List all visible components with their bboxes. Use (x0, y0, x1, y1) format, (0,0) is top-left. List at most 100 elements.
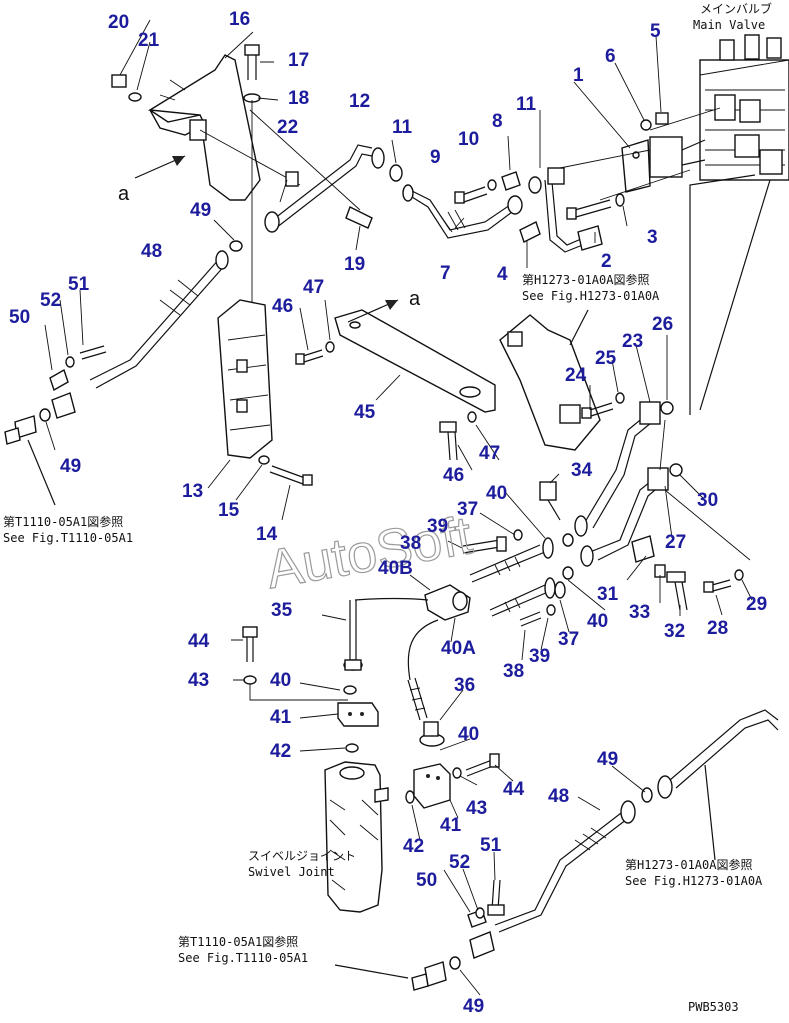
callout-5: 5 (650, 21, 661, 42)
washer-10 (487, 179, 497, 191)
callout-8: 8 (492, 111, 503, 132)
ref-h1273-bottom-en: See Fig.H1273-01A0A (625, 874, 763, 888)
ref-t1110-bottom-jp: 第T1110-05A1図参照 (178, 934, 298, 949)
o-ring-49-top (229, 240, 243, 252)
ref-h1273-top-jp: 第H1273-01A0A図参照 (522, 272, 649, 287)
callout-50-top: 50 (9, 307, 30, 328)
washer-21 (128, 92, 142, 102)
callout-41-top: 41 (270, 707, 292, 728)
callout-24: 24 (565, 365, 587, 386)
callout-28: 28 (707, 618, 728, 639)
clamp-4 (519, 221, 541, 243)
swivel-joint (324, 761, 389, 913)
callout-38-top: 38 (400, 533, 421, 554)
hose-48-top (51, 250, 229, 419)
callout-9: 9 (430, 147, 441, 168)
pipe-1 (544, 167, 591, 253)
callout-31: 31 (597, 584, 619, 605)
callout-2: 2 (601, 251, 612, 272)
callout-47-mid: 47 (479, 443, 500, 464)
callout-40-top: 40 (486, 483, 507, 504)
elbow-bottom (411, 961, 447, 991)
callout-21: 21 (138, 30, 160, 51)
callout-27: 27 (665, 532, 686, 553)
callout-39-bottom: 39 (529, 646, 550, 667)
clip-34 (539, 481, 561, 521)
callout-11-left: 11 (392, 117, 413, 138)
o-ring-30 (669, 463, 683, 477)
bolt-46-top (295, 349, 324, 365)
o-ring-49-bottom (449, 956, 461, 970)
callout-6: 6 (605, 46, 616, 67)
callout-7: 7 (440, 263, 451, 284)
callout-32: 32 (664, 621, 685, 642)
main-valve (649, 34, 789, 415)
flange-2 (577, 225, 603, 251)
callout-37-top: 37 (457, 499, 478, 520)
hose-36 (407, 677, 445, 747)
nut-5 (655, 112, 669, 125)
bolt-38-top (462, 536, 507, 554)
callout-13: 13 (182, 481, 203, 502)
callout-51-bottom: 51 (480, 835, 502, 856)
callout-17: 17 (288, 50, 309, 71)
o-ring-26 (660, 401, 674, 415)
callout-40-bottom: 40 (458, 724, 479, 745)
swivel-joint-label-en: Swivel Joint (248, 865, 335, 879)
callout-43-bottom: 43 (466, 798, 487, 819)
hose-48-bottom (469, 800, 636, 959)
callout-44-top: 44 (188, 631, 210, 652)
callout-40B: 40B (378, 558, 413, 579)
washer-52-top (65, 356, 75, 368)
bracket-plate-1 (621, 139, 651, 193)
callout-34: 34 (571, 460, 593, 481)
callout-52-top: 52 (40, 290, 61, 311)
callout-20: 20 (108, 12, 129, 33)
washer-47-top (325, 341, 335, 353)
bolt-44-bottom (465, 753, 500, 777)
callout-43-top: 43 (188, 670, 209, 691)
bolt-24 (581, 402, 614, 419)
o-ring-11-right (528, 176, 542, 194)
callout-3: 3 (647, 227, 658, 248)
washer-39-top (513, 529, 523, 541)
washer-52-bottom (475, 907, 485, 919)
clamp-19 (345, 206, 373, 229)
callout-49-bottom: 49 (463, 996, 484, 1017)
callout-51-top: 51 (68, 274, 90, 295)
o-ring-40-upper (343, 685, 357, 695)
view-arrow-1: a (118, 155, 186, 205)
ref-t1110-left-jp: 第T1110-05A1図参照 (3, 514, 123, 529)
bracket-16 (147, 54, 261, 201)
clamp-8 (501, 171, 521, 191)
callout-48-top: 48 (141, 241, 162, 262)
elbow-left (4, 415, 37, 445)
nut-20 (111, 74, 127, 88)
callout-44-bottom: 44 (503, 779, 525, 800)
callout-40-mid: 40 (270, 670, 291, 691)
o-ring-42-top (345, 743, 359, 753)
callout-48-bottom: 48 (548, 786, 569, 807)
callout-50-bottom: 50 (416, 870, 437, 891)
callout-23: 23 (622, 331, 643, 352)
callout-19: 19 (344, 254, 365, 275)
ref-t1110-bottom-en: See Fig.T1110-05A1 (178, 951, 308, 965)
callout-46-top: 46 (272, 296, 293, 317)
bolt-46-mid (439, 421, 458, 461)
o-ring-42-bottom (405, 790, 415, 804)
pipe-bottom-right (657, 709, 779, 799)
callout-18: 18 (288, 88, 309, 109)
block-41-bottom (413, 763, 451, 809)
callout-39-top: 39 (427, 516, 448, 537)
callout-47-top: 47 (303, 277, 324, 298)
view-arrow-2-label: a (409, 288, 421, 310)
callout-4: 4 (497, 264, 508, 285)
callout-22: 22 (277, 117, 298, 138)
clamp-31 (631, 535, 655, 563)
o-ring-49-bottom-right (641, 787, 653, 803)
callout-14: 14 (256, 524, 278, 545)
pipe-12 (264, 144, 385, 233)
hose-7 (402, 184, 523, 239)
clip-22 (285, 171, 299, 187)
